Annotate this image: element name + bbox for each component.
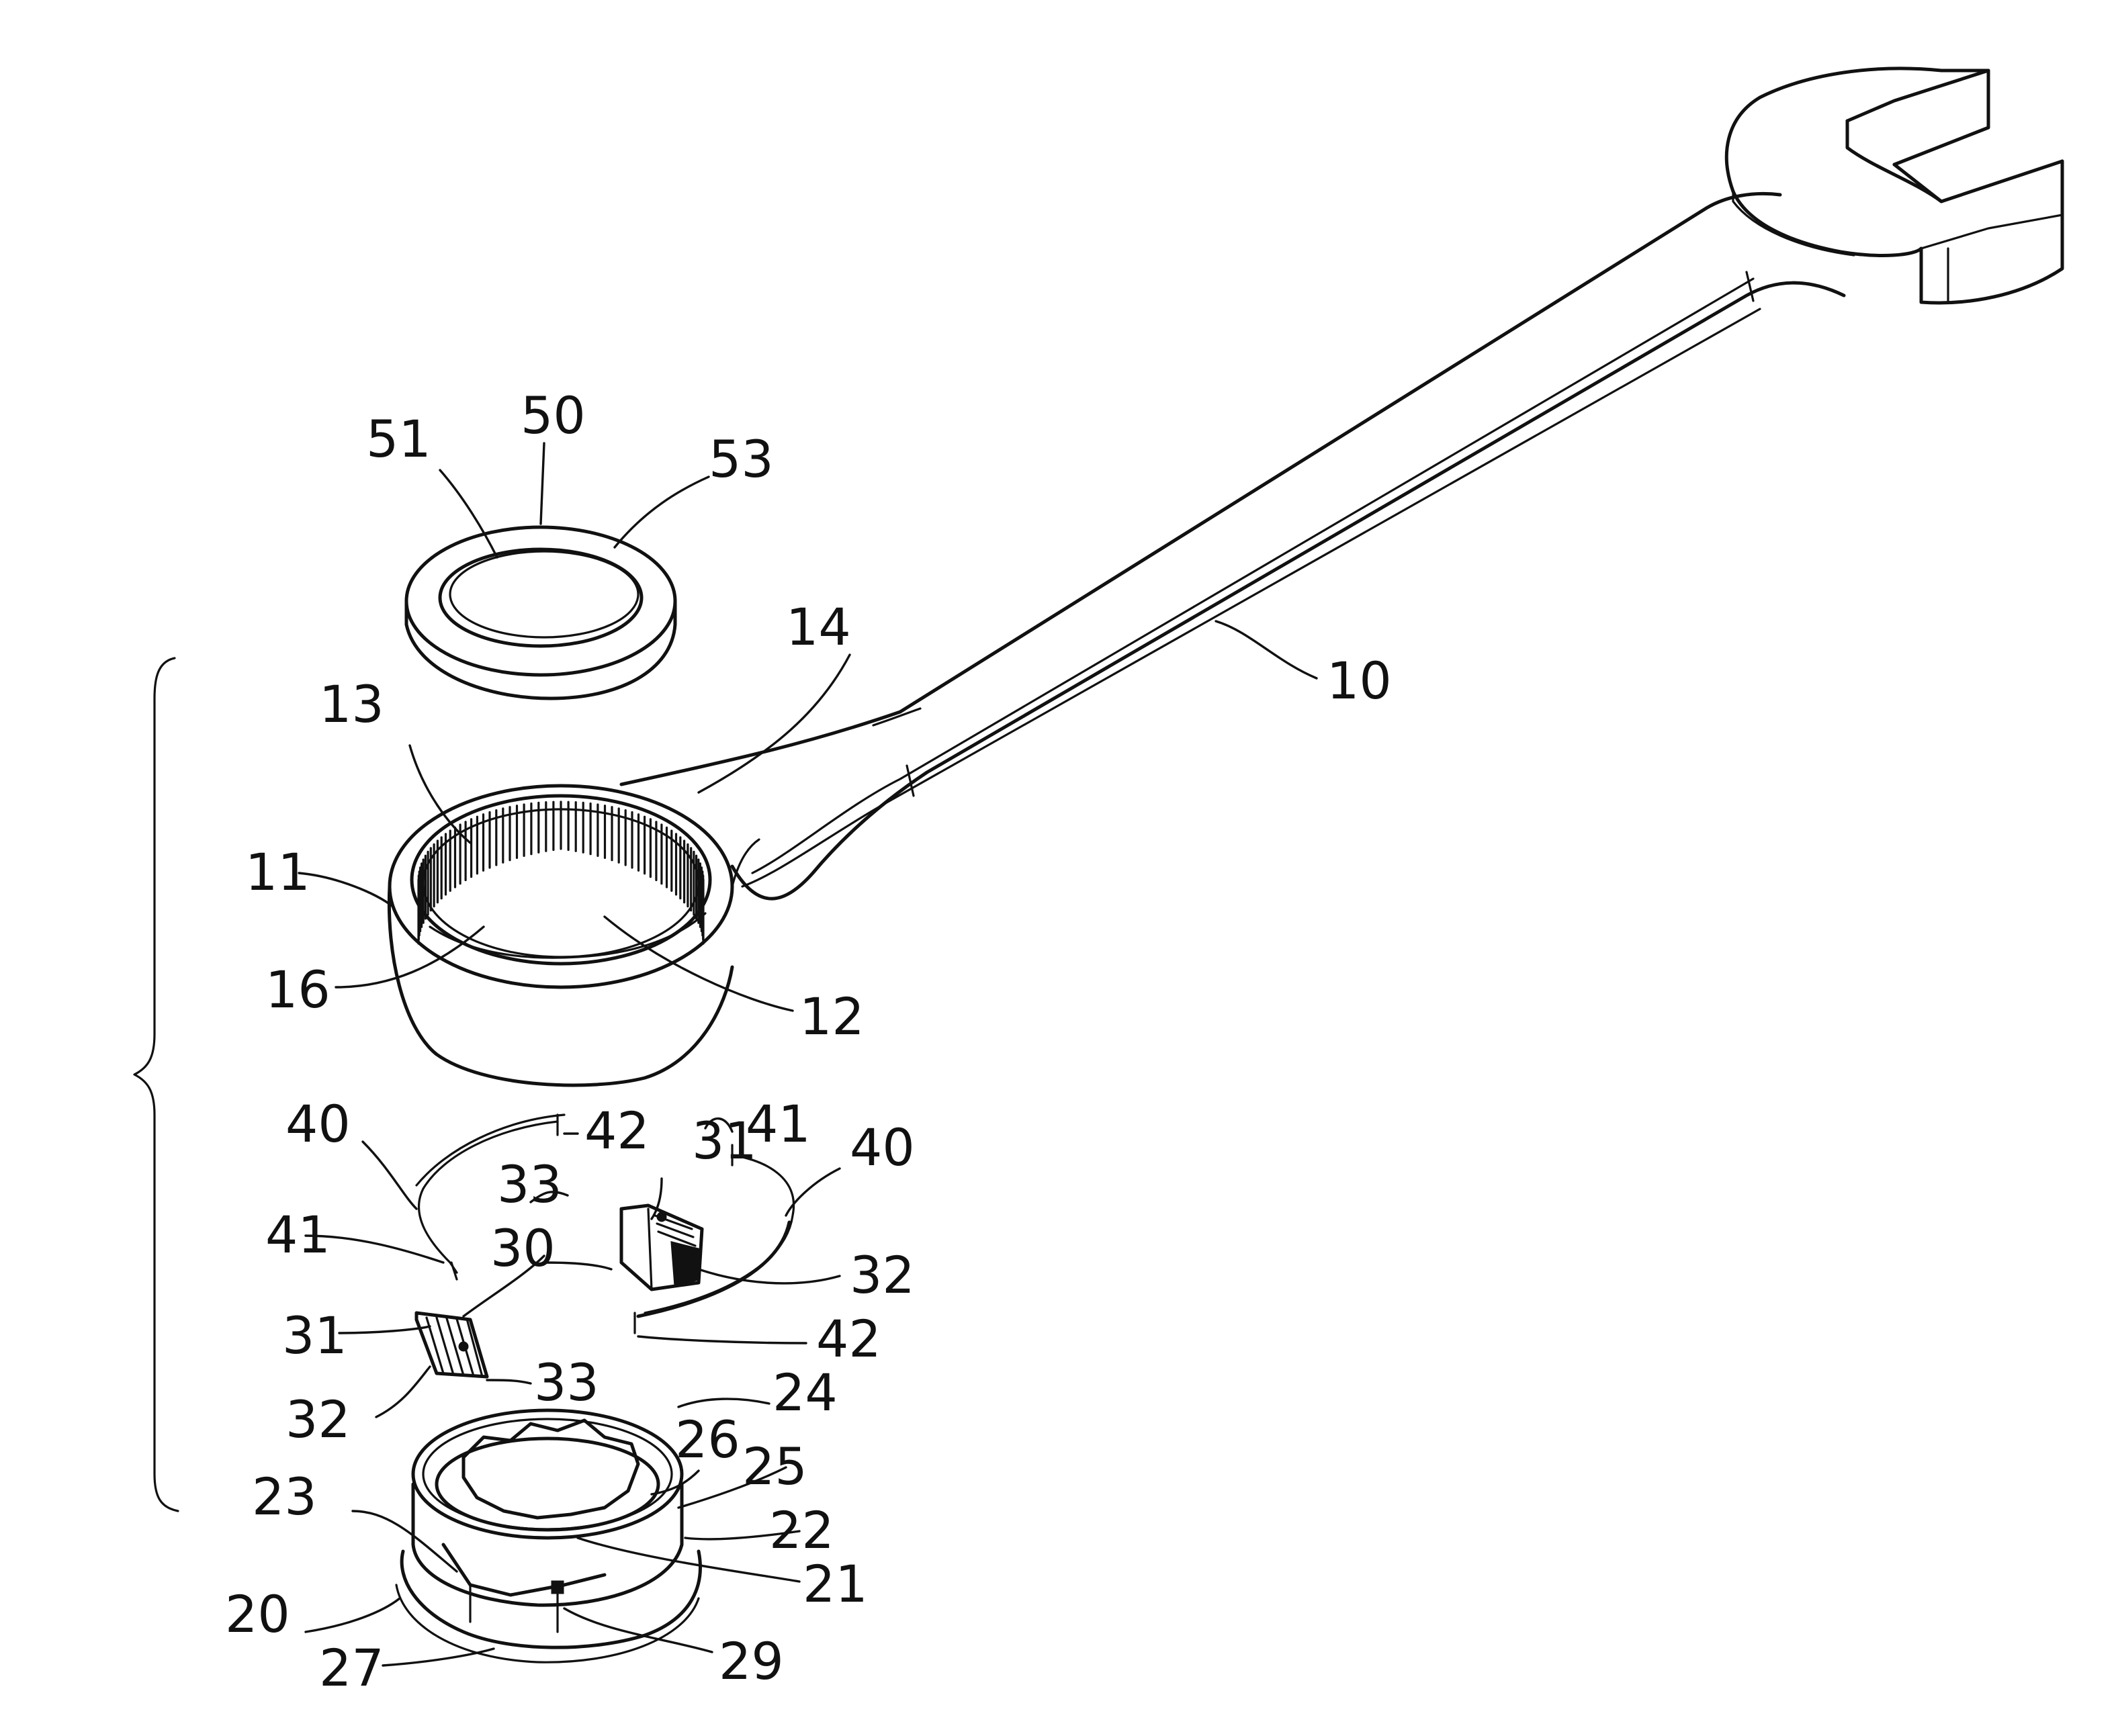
numeral-13: 13 — [319, 674, 384, 734]
numeral-16: 16 — [265, 960, 330, 1019]
numeral-22: 22 — [769, 1500, 834, 1560]
numeral-32-lower: 32 — [285, 1389, 351, 1449]
pawl-upper — [619, 1203, 704, 1291]
pawl-lower — [414, 1311, 489, 1379]
numeral-33-upper: 33 — [497, 1154, 562, 1214]
numeral-30: 30 — [490, 1218, 556, 1278]
ratchet-wheel — [395, 1408, 702, 1663]
numeral-40-left: 40 — [285, 1094, 351, 1154]
numeral-12: 12 — [799, 987, 865, 1046]
numeral-33-lower: 33 — [534, 1353, 599, 1412]
numeral-50: 50 — [521, 385, 586, 445]
numeral-25: 25 — [742, 1436, 807, 1496]
reference-numerals: 10 11 12 13 14 16 20 21 22 23 24 25 26 2… — [225, 385, 1392, 1698]
numeral-53: 53 — [709, 429, 774, 489]
numeral-42-upper: 42 — [584, 1101, 650, 1160]
numeral-24: 24 — [773, 1363, 838, 1422]
spring-clip-right — [633, 1144, 795, 1334]
numeral-20: 20 — [225, 1584, 290, 1644]
wrench-handle — [619, 191, 1846, 901]
numeral-21: 21 — [803, 1554, 868, 1614]
numeral-23: 23 — [252, 1467, 317, 1526]
spring-clip-left — [415, 1113, 566, 1281]
numeral-10: 10 — [1327, 651, 1392, 711]
cap-ring — [404, 525, 677, 700]
numeral-11: 11 — [245, 842, 310, 902]
numeral-51: 51 — [366, 409, 431, 469]
numeral-29: 29 — [719, 1631, 784, 1691]
numeral-26: 26 — [675, 1410, 740, 1469]
ring-head — [387, 784, 760, 1087]
numeral-32-upper: 32 — [850, 1245, 915, 1305]
numeral-31-upper: 31 — [692, 1111, 757, 1171]
open-end-head — [1724, 66, 2064, 305]
numeral-41-right: 41 — [746, 1094, 811, 1154]
numeral-40-right: 40 — [850, 1117, 915, 1177]
numeral-31-lower: 31 — [282, 1306, 347, 1365]
numeral-41-left: 41 — [265, 1205, 330, 1265]
numeral-14: 14 — [786, 597, 851, 657]
leader-lines — [298, 442, 1318, 1667]
numeral-27: 27 — [319, 1638, 384, 1698]
numeral-42-lower: 42 — [816, 1309, 881, 1369]
ring-internal-teeth — [417, 801, 705, 945]
assembly-bracket — [133, 657, 179, 1512]
